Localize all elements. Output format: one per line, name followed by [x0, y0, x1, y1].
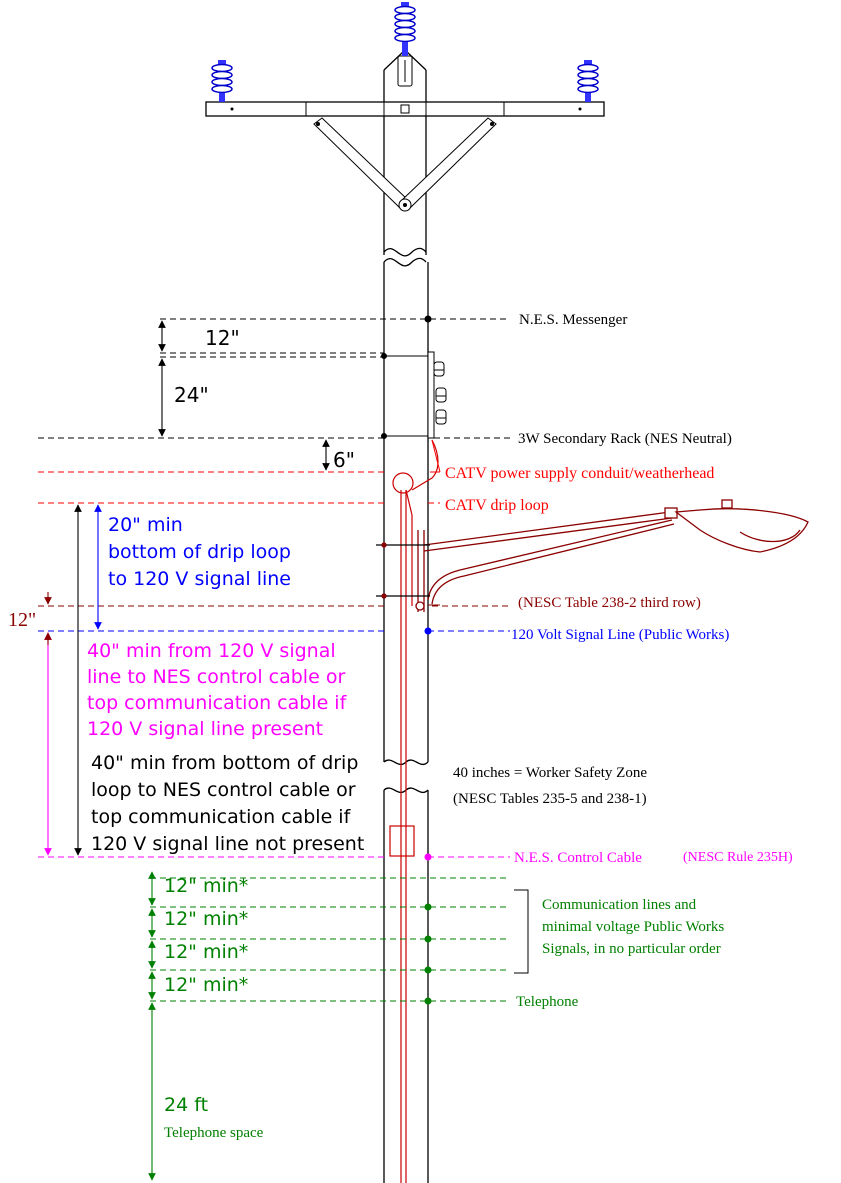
label-signal-line: 120 Volt Signal Line (Public Works)	[511, 627, 729, 643]
label-worker-zone-2: (NESC Tables 235-5 and 238-1)	[453, 791, 647, 807]
level-lines	[38, 318, 510, 1002]
note-magenta-4: 120 V signal line present	[87, 718, 323, 740]
label-worker-zone-1: 40 inches = Worker Safety Zone	[453, 765, 647, 781]
label-catv-drip: CATV drip loop	[445, 497, 549, 514]
note-black-2: loop to NES control cable or	[91, 779, 356, 801]
label-comm-3: Signals, in no particular order	[542, 941, 721, 957]
dimension-labels: 12" 24" 6" 12" 12" min* 12" min* 12" min…	[8, 326, 355, 1116]
note-magenta-1: 40" min from 120 V signal	[87, 640, 336, 662]
insulator-right-icon	[577, 60, 599, 102]
dim-messenger-gap: 12"	[205, 326, 240, 350]
left-notes: 20" min bottom of drip loop to 120 V sig…	[87, 514, 364, 855]
note-black-3: top communication cable if	[91, 806, 352, 828]
dimension-arrows	[44, 320, 330, 1181]
label-nesc-238-2: (NESC Table 238-2 third row)	[518, 595, 701, 611]
label-catv-power: CATV power supply conduit/weatherhead	[445, 465, 714, 482]
insulator-left-icon	[211, 60, 233, 102]
dim-comm-3: 12" min*	[164, 941, 248, 963]
label-comm-2: minimal voltage Public Works	[542, 919, 724, 935]
label-nesc-235h: (NESC Rule 235H)	[683, 850, 793, 865]
note-blue-2: bottom of drip loop	[108, 541, 291, 563]
crossarm	[205, 55, 605, 212]
dim-drip-loop-gap: 12"	[8, 609, 36, 631]
label-secondary-rack: 3W Secondary Rack (NES Neutral)	[518, 431, 732, 447]
dim-neutral-gap: 6"	[333, 448, 355, 472]
note-black-4: 120 V signal line not present	[91, 833, 364, 855]
attachment-points	[424, 315, 432, 1005]
insulator-top-icon	[394, 2, 416, 56]
dim-comm-4: 12" min*	[164, 974, 248, 996]
leader-lines	[428, 439, 441, 606]
street-light-icon	[376, 499, 809, 612]
dim-telephone-space: 24 ft	[164, 1094, 208, 1116]
label-nes-messenger: N.E.S. Messenger	[519, 312, 627, 328]
catv-riser	[389, 439, 439, 1183]
label-nes-control: N.E.S. Control Cable	[514, 850, 642, 866]
note-magenta-2: line to NES control cable or	[87, 666, 345, 688]
label-telephone-space: Telephone space	[164, 1125, 264, 1141]
label-telephone: Telephone	[516, 994, 579, 1010]
communication-bracket	[514, 889, 529, 974]
dim-comm-1: 12" min*	[164, 875, 248, 897]
note-black-1: 40" min from bottom of drip	[91, 752, 358, 774]
note-blue-1: 20" min	[108, 514, 183, 536]
secondary-rack-icon	[381, 351, 447, 439]
note-blue-3: to 120 V signal line	[108, 568, 291, 590]
dim-comm-2: 12" min*	[164, 908, 248, 930]
label-comm-1: Communication lines and	[542, 897, 697, 913]
note-magenta-3: top communication cable if	[87, 692, 348, 714]
right-labels: N.E.S. Messenger 3W Secondary Rack (NES …	[164, 312, 793, 1141]
dim-rack-gap: 24"	[174, 383, 209, 407]
